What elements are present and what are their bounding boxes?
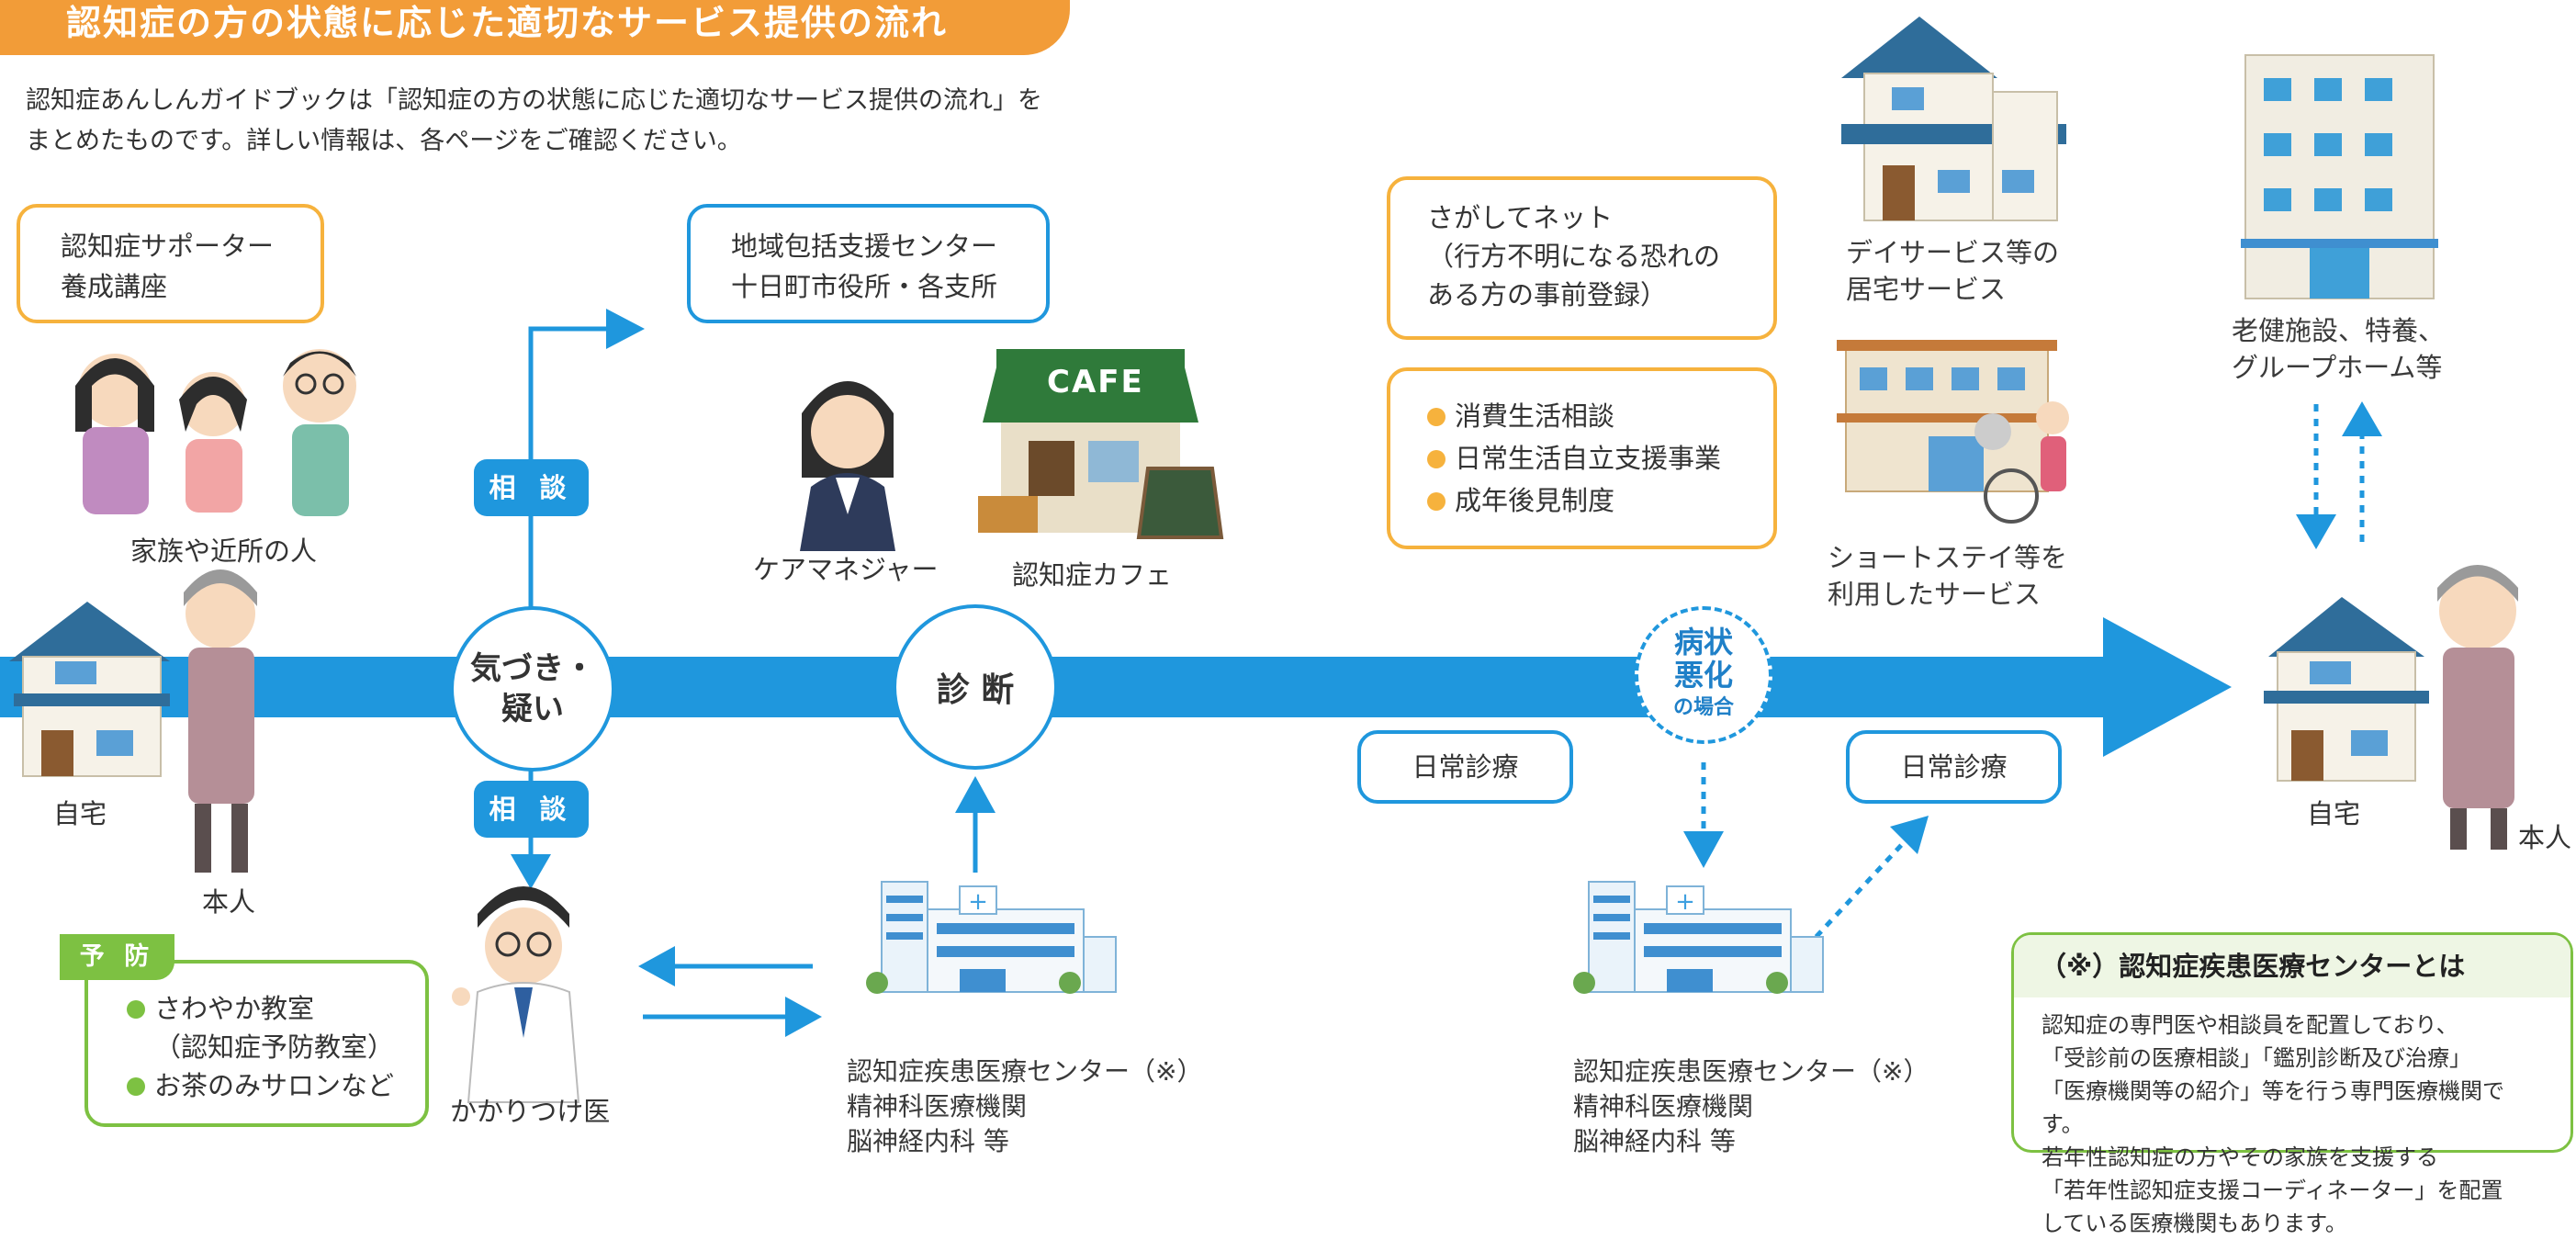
person-left-label: 本人 [202, 886, 256, 918]
houkatsu-line-1: 地域包括支援センター [731, 231, 998, 262]
consult-badge-upper: 相 談 [474, 459, 589, 516]
family-label: 家族や近所の人 [130, 535, 318, 567]
prevention-box: さわやか教室 （認知症予防教室） お茶のみサロンなど [84, 960, 429, 1127]
medical-center-info-box: （※）認知症疾患医療センターとは 認知症の専門医や相談員を配置しており、 「受診… [2011, 932, 2573, 1236]
bullet-icon [1427, 492, 1445, 511]
center-left-line-1: 認知症疾患医療センター（※） [847, 1056, 1203, 1087]
short-stay-label: ショートステイ等を 利用したサービス [1828, 539, 2067, 613]
info-line-2: 「受診前の医療相談」「鑑別診断及び治療」 [2042, 1045, 2471, 1071]
home-left-illustration [9, 602, 170, 777]
daily-care-left-label: 日常診療 [1412, 751, 1519, 783]
sagashite-net-box: さがしてネット （行方不明になる恐れの ある方の事前登録） [1387, 176, 1777, 340]
worsening-line-2: 悪化 [1673, 658, 1733, 693]
facility-label: 老健施設、特養、 グループホーム等 [2232, 312, 2445, 386]
person-right-label: 本人 [2518, 822, 2572, 853]
awareness-line-2: 疑い [501, 691, 564, 727]
bullet-icon [1427, 450, 1445, 468]
daily-care-box-right: 日常診療 [1846, 730, 2062, 804]
person-right-illustration [2437, 565, 2518, 850]
day-service-line-2: 居宅サービス [1846, 274, 2007, 305]
sagashite-line-1: さがしてネット [1427, 202, 1614, 233]
center-left-line-3: 脳神経内科 等 [847, 1126, 1009, 1156]
center-right-line-3: 脳神経内科 等 [1573, 1126, 1736, 1156]
awareness-circle: 気づき・疑い [450, 606, 615, 772]
hospital-right-illustration: + [1573, 881, 1824, 994]
info-line-3: 「医療機関等の紹介」等を行う専門医療機関です。 [2042, 1078, 2504, 1137]
family-illustration [75, 349, 356, 516]
home-left-label: 自宅 [53, 798, 107, 829]
sagashite-line-2: （行方不明になる恐れの [1427, 241, 1721, 272]
bullet-icon [127, 1000, 145, 1019]
info-line-1: 認知症の専門医や相談員を配置しており、 [2042, 1012, 2458, 1038]
center-left-line-2: 精神科医療機関 [847, 1091, 1028, 1121]
worsening-line-1: 病状 [1673, 625, 1733, 659]
daily-care-box-left: 日常診療 [1357, 730, 1573, 804]
supporter-line-1: 認知症サポーター [61, 231, 275, 262]
home-right-label: 自宅 [2307, 798, 2361, 829]
bullet-icon [127, 1077, 145, 1096]
houkatsu-line-2: 十日町市役所・各支所 [731, 271, 998, 302]
intro-line-2: まとめたものです。詳しい情報は、各ページをご確認ください。 [26, 127, 742, 155]
short-stay-illustration [1837, 340, 2069, 524]
supporter-line-2: 養成講座 [61, 271, 168, 302]
awareness-line-1: 気づき・ [470, 650, 595, 687]
diagnosis-circle: 診 断 [893, 604, 1058, 770]
prevention-item-2: （認知症予防教室） [154, 1031, 395, 1063]
care-manager-label: ケアマネジャー [753, 554, 939, 585]
facility-illustration [2241, 54, 2438, 299]
intro-text: 認知症あんしんガイドブックは「認知症の方の状態に応じた適切なサービス提供の流れ」… [26, 81, 1201, 162]
info-line-4: 若年性認知症の方やその家族を支援する [2042, 1144, 2438, 1170]
day-service-label: デイサービス等の 居宅サービス [1846, 234, 2059, 308]
service-item-3: 成年後見制度 [1427, 479, 1773, 522]
cafe-sign-text: CAFE [1047, 364, 1144, 400]
consult-badge-lower: 相 談 [474, 781, 589, 838]
hospital-left-illustration: + [866, 881, 1117, 994]
facility-line-2: グループホーム等 [2232, 352, 2443, 383]
medical-center-left-labels: 認知症疾患医療センター（※） 精神科医療機関 脳神経内科 等 [847, 1054, 1202, 1159]
info-title: （※）認知症疾患医療センターとは [2014, 935, 2570, 997]
facility-line-1: 老健施設、特養、 [2232, 315, 2446, 346]
svg-text:+: + [1675, 888, 1695, 916]
info-line-5: 「若年性認知症支援コーディネーター」を配置 [2042, 1178, 2503, 1203]
cafe-label: 認知症カフェ [1012, 559, 1173, 591]
consult-up-arrow [528, 326, 611, 615]
service-item-2: 日常生活自立支援事業 [1427, 437, 1773, 479]
short-stay-line-1: ショートステイ等を [1828, 542, 2068, 573]
family-doctor-illustration [452, 886, 580, 1103]
sagashite-line-3: ある方の事前登録） [1427, 279, 1668, 310]
main-flow-arrowhead [2103, 617, 2232, 757]
diagnosis-label: 診 断 [936, 671, 1015, 709]
prevention-item-1: さわやか教室 [127, 989, 425, 1028]
worsening-line-3: の場合 [1672, 696, 1734, 719]
worsening-circle: 病状 悪化 の場合 [1635, 606, 1772, 744]
person-left-illustration [184, 569, 257, 873]
info-line-6: している医療機関もあります。 [2042, 1211, 2347, 1236]
community-support-center-box: 地域包括支援センター 十日町市役所・各支所 [687, 204, 1050, 323]
daily-care-right-label: 日常診療 [1900, 751, 2008, 783]
info-body: 認知症の専門医や相談員を配置しており、 「受診前の医療相談」「鑑別診断及び治療」… [2014, 997, 2570, 1251]
short-stay-line-2: 利用したサービス [1828, 579, 2042, 610]
center-right-line-1: 認知症疾患医療センター（※） [1573, 1056, 1929, 1087]
care-manager-illustration [800, 381, 895, 551]
life-support-services-box: 消費生活相談 日常生活自立支援事業 成年後見制度 [1387, 367, 1777, 549]
day-service-illustration [1841, 17, 2066, 221]
service-item-1: 消費生活相談 [1427, 395, 1773, 437]
svg-text:+: + [968, 888, 988, 916]
supporter-course-box: 認知症サポーター 養成講座 [17, 204, 324, 323]
cafe-illustration [978, 349, 1224, 539]
prevention-tag: 予 防 [60, 934, 174, 980]
medical-center-right-labels: 認知症疾患医療センター（※） 精神科医療機関 脳神経内科 等 [1573, 1054, 1929, 1159]
prevention-item-3: お茶のみサロンなど [127, 1066, 425, 1105]
home-right-illustration [2264, 597, 2429, 782]
intro-line-1: 認知症あんしんガイドブックは「認知症の方の状態に応じた適切なサービス提供の流れ」… [26, 86, 1042, 115]
family-doctor-label: かかりつけ医 [450, 1096, 611, 1127]
bullet-icon [1427, 408, 1445, 426]
page-title: 認知症の方の状態に応じた適切なサービス提供の流れ [0, 0, 1070, 55]
center-right-line-2: 精神科医療機関 [1573, 1091, 1754, 1121]
day-service-line-1: デイサービス等の [1846, 237, 2060, 268]
